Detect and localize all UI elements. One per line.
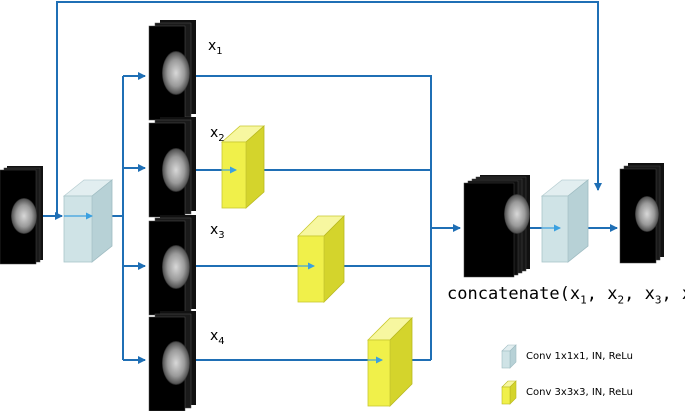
legend-swatch-conv1	[501, 344, 517, 369]
connections	[42, 1, 618, 364]
input-image-stack	[0, 166, 43, 265]
label-x3: x3	[210, 222, 225, 241]
path-x1	[190, 75, 432, 360]
conv-1x1x1-block-output	[540, 179, 590, 263]
branch-image-stack-2	[148, 117, 196, 218]
concatenated-image-stack	[463, 175, 530, 278]
legend-swatch-conv3	[501, 380, 517, 405]
branch-image-stack-3	[148, 215, 196, 316]
conv-1x1x1-block-input	[62, 179, 114, 263]
conv-3x3x3-block-x4	[367, 317, 413, 407]
legend-label-conv3: Conv 3x3x3, IN, ReLu	[526, 387, 633, 398]
branch-image-stack-1	[148, 20, 196, 121]
branch-image-stack-4	[148, 311, 196, 411]
conv-3x3x3-block-x3	[297, 215, 345, 303]
conv-3x3x3-block-x2	[220, 125, 266, 209]
output-image-stack	[619, 163, 664, 264]
label-x2: x2	[210, 125, 225, 144]
label-x4: x4	[210, 328, 225, 347]
skip-connection	[56, 1, 602, 216]
label-x1: x1	[208, 38, 223, 57]
legend-label-conv1: Conv 1x1x1, IN, ReLu	[526, 351, 633, 362]
concatenate-label: concatenate(x1, x2, x3, x4)	[447, 284, 685, 307]
